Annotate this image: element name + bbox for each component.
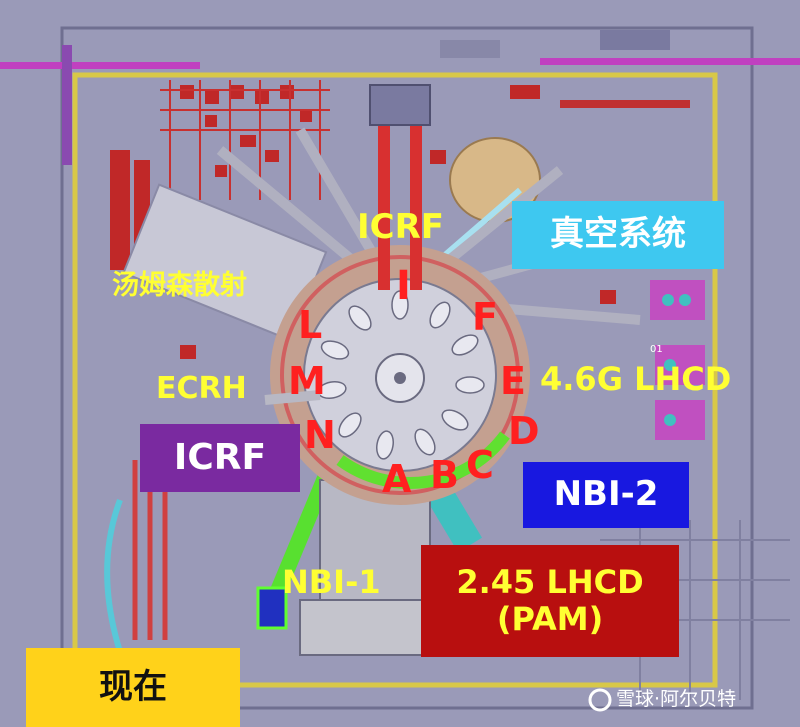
- port-a: A: [382, 457, 412, 501]
- port-i: I: [396, 263, 411, 309]
- port-c: C: [466, 443, 494, 487]
- nbi1-base: [299, 599, 431, 656]
- top-right-equipment: [440, 30, 690, 108]
- watermark: 雪球·阿尔贝特: [616, 690, 736, 709]
- lhcd-2-45-line2: (PAM): [496, 600, 604, 638]
- icrf-top-feed: [378, 120, 390, 290]
- port-b: B: [430, 453, 459, 497]
- magenta-pipe-right: [540, 58, 800, 65]
- label-nbi-1: NBI-1: [282, 563, 381, 601]
- label-icrf-left: ICRF: [140, 424, 300, 492]
- building-wall: [60, 26, 754, 710]
- icrf-top-unit: [369, 84, 431, 126]
- port-e: E: [500, 359, 526, 403]
- port-l: L: [298, 303, 323, 347]
- label-nbi-2: NBI-2: [523, 462, 689, 528]
- label-ecrh: ECRH: [156, 371, 247, 406]
- nbi1-source: [256, 586, 288, 630]
- tokamak-green-arc: [336, 431, 510, 489]
- port-m: M: [288, 359, 326, 403]
- watermark-separator: ·: [654, 688, 661, 710]
- icrf-top-feed-2: [410, 120, 422, 290]
- watermark-brand: 雪球: [616, 688, 655, 710]
- left-red-grid: [160, 80, 330, 200]
- port-f: F: [472, 295, 498, 339]
- label-lhcd-2-45-pam: 2.45 LHCD (PAM): [421, 545, 679, 657]
- label-vacuum-system: 真空系统: [512, 201, 724, 269]
- cyan-pipe-upper: [443, 187, 522, 258]
- marker-01: 01: [650, 344, 663, 355]
- port-n: N: [304, 413, 336, 457]
- purple-duct: [62, 45, 72, 165]
- label-icrf-top: ICRF: [357, 207, 445, 247]
- watermark-author: 阿尔贝特: [660, 688, 737, 710]
- right-magenta-equipment: [650, 280, 705, 440]
- port-d: D: [508, 409, 540, 453]
- ecrh-line: [264, 390, 321, 405]
- label-now: 现在: [26, 648, 240, 727]
- tokamak-port-ring: [280, 255, 520, 495]
- label-lhcd-4-6g: 4.6G LHCD: [540, 360, 732, 398]
- center-hub: [394, 372, 406, 384]
- watermark-logo-icon: [588, 688, 612, 712]
- lhcd-2-45-line1: 2.45 LHCD: [456, 563, 644, 602]
- label-thomson-scattering: 汤姆森散射: [112, 270, 247, 301]
- yellow-boundary: [72, 72, 718, 688]
- magenta-pipe-left: [0, 62, 200, 69]
- lhcd-waveguide: [427, 487, 483, 553]
- vessel-ports: [317, 290, 485, 460]
